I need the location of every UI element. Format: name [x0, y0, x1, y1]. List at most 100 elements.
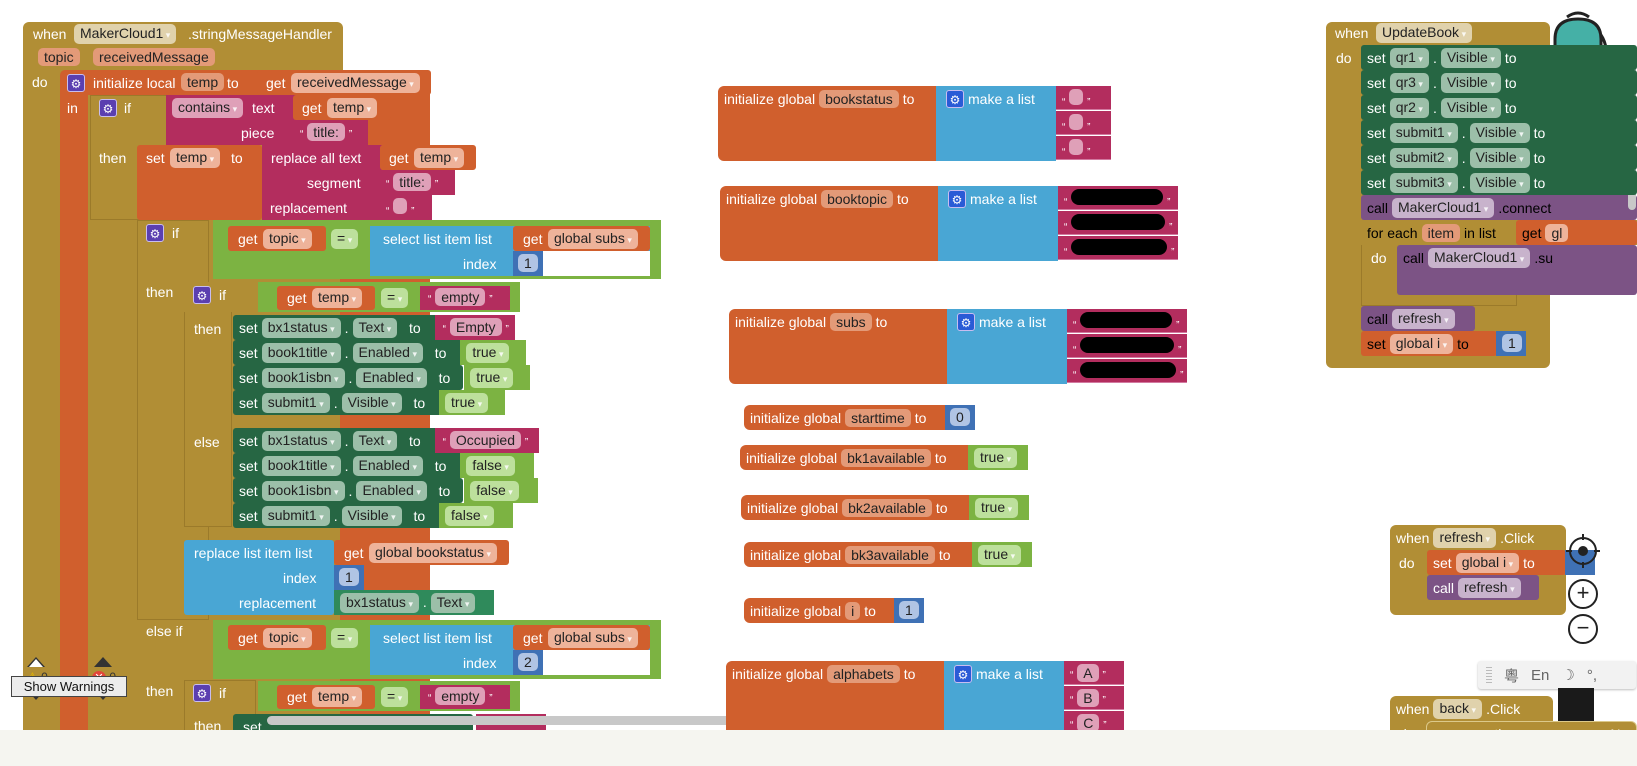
number-value[interactable]: 1	[518, 254, 538, 272]
property-dropdown[interactable]: Text	[430, 593, 476, 613]
text-value[interactable]: empty	[435, 687, 486, 705]
ime-moon-icon[interactable]: ☽	[1561, 667, 1575, 684]
list-mutator-gear-icon[interactable]: ⚙	[954, 664, 972, 683]
local-var-name[interactable]: temp	[181, 73, 225, 91]
if-gear-icon[interactable]: ⚙	[193, 684, 211, 702]
global-var-name[interactable]: bk1available	[841, 448, 931, 467]
compare-op-dropdown[interactable]: =	[331, 628, 359, 648]
get-temp-dropdown[interactable]: temp	[414, 148, 465, 168]
text-value-empty[interactable]	[1069, 114, 1084, 130]
component-dropdown[interactable]: submit1	[261, 505, 330, 526]
text-value[interactable]: C	[1077, 714, 1100, 732]
component-dropdown[interactable]: book1isbn	[261, 480, 345, 501]
boolean-dropdown[interactable]: false	[466, 456, 515, 476]
procedure-dropdown[interactable]: refresh	[1458, 577, 1521, 598]
param-received-message[interactable]: receivedMessage	[93, 48, 215, 66]
component-dropdown[interactable]: MakerCloud1	[1392, 197, 1495, 218]
param-topic[interactable]: topic	[38, 48, 80, 66]
component-dropdown[interactable]: qr2	[1389, 97, 1429, 118]
if-block-temp-empty[interactable]	[184, 282, 232, 527]
mutator-gear-icon[interactable]: ⚙	[67, 74, 85, 92]
boolean-dropdown[interactable]: true	[470, 368, 514, 388]
get-temp-dropdown[interactable]: temp	[312, 687, 363, 707]
global-var-name[interactable]: booktopic	[821, 189, 893, 208]
boolean-dropdown[interactable]: true	[466, 343, 510, 363]
loop-var[interactable]: item	[1421, 223, 1461, 242]
component-dropdown[interactable]: qr1	[1389, 47, 1429, 68]
component-dropdown[interactable]: MakerCloud1	[74, 24, 177, 44]
compare-op-dropdown[interactable]: =	[331, 229, 359, 249]
global-init-i[interactable]	[744, 598, 894, 623]
ime-punct-icon[interactable]: °,	[1586, 666, 1597, 684]
show-warnings-button[interactable]: Show Warnings	[11, 676, 127, 697]
contains-dropdown[interactable]: contains	[172, 98, 244, 118]
property-dropdown[interactable]: Text	[352, 317, 398, 338]
property-dropdown[interactable]: Text	[352, 430, 398, 451]
get-topic-dropdown[interactable]: topic	[263, 229, 312, 249]
property-dropdown[interactable]: Visible	[341, 392, 402, 413]
text-value[interactable]: B	[1077, 689, 1099, 707]
component-dropdown[interactable]: refresh	[1433, 527, 1497, 548]
component-dropdown[interactable]: qr3	[1389, 72, 1429, 93]
variable-dropdown[interactable]: global i	[1455, 552, 1520, 573]
number-value[interactable]: 0	[950, 408, 970, 426]
list-mutator-gear-icon[interactable]: ⚙	[957, 312, 975, 331]
ime-drag-handle[interactable]	[1486, 667, 1492, 683]
global-var-name[interactable]: bookstatus	[819, 89, 899, 108]
global-var-name[interactable]: i	[845, 601, 861, 620]
boolean-dropdown[interactable]: false	[470, 481, 519, 501]
global-var-name[interactable]: starttime	[845, 408, 911, 427]
component-dropdown[interactable]: book1isbn	[261, 367, 345, 388]
boolean-dropdown[interactable]: false	[445, 506, 494, 526]
number-value[interactable]: 1	[1502, 334, 1522, 352]
global-var-name[interactable]: alphabets	[827, 664, 900, 683]
number-value[interactable]: 2	[518, 653, 538, 671]
set-temp-dropdown[interactable]: temp	[170, 148, 221, 168]
global-var-name[interactable]: bk3available	[845, 545, 935, 564]
component-dropdown[interactable]: submit3	[1389, 172, 1458, 193]
global-init-starttime[interactable]	[744, 405, 945, 430]
text-value[interactable]: title:	[307, 123, 345, 141]
get-temp-dropdown[interactable]: temp	[312, 288, 363, 308]
procedure-name-dropdown[interactable]: UpdateBook	[1376, 23, 1473, 43]
if-gear-icon[interactable]: ⚙	[146, 224, 164, 242]
zoom-out-button[interactable]: −	[1568, 614, 1598, 644]
component-dropdown[interactable]: bx1status	[261, 317, 341, 338]
text-value-empty[interactable]	[1069, 139, 1084, 155]
property-dropdown[interactable]: Visible	[1469, 147, 1530, 168]
text-value[interactable]: Empty	[449, 318, 502, 336]
component-dropdown[interactable]: submit2	[1389, 147, 1458, 168]
horizontal-scrollbar[interactable]	[267, 716, 853, 725]
global-var-name[interactable]: subs	[830, 312, 872, 331]
property-dropdown[interactable]: Visible	[341, 505, 402, 526]
ime-toolbar[interactable]: 粵 En ☽ °,	[1478, 661, 1636, 689]
text-value[interactable]: A	[1077, 664, 1099, 682]
get-topic-dropdown[interactable]: topic	[263, 628, 312, 648]
if-gear-icon[interactable]: ⚙	[99, 99, 117, 117]
text-literal[interactable]	[1056, 86, 1111, 110]
component-dropdown[interactable]: bx1status	[261, 430, 341, 451]
property-dropdown[interactable]: Visible	[1440, 97, 1501, 118]
get-temp-dropdown[interactable]: temp	[327, 98, 378, 118]
compare-op-dropdown[interactable]: =	[381, 288, 409, 308]
text-value-empty[interactable]	[393, 198, 408, 214]
boolean-dropdown[interactable]: true	[445, 393, 489, 413]
zoom-in-button[interactable]: +	[1568, 579, 1598, 609]
component-dropdown[interactable]: back	[1433, 698, 1483, 719]
get-bookstatus-dropdown[interactable]: global bookstatus	[369, 543, 497, 563]
property-dropdown[interactable]: Visible	[1440, 72, 1501, 93]
component-dropdown[interactable]: submit1	[261, 392, 330, 413]
number-value[interactable]: 1	[339, 568, 359, 586]
procedure-dropdown[interactable]: refresh	[1392, 308, 1455, 329]
property-dropdown[interactable]: Enabled	[352, 455, 423, 476]
text-value[interactable]: title:	[393, 173, 431, 191]
boolean-dropdown[interactable]: true	[974, 448, 1018, 468]
global-var-name[interactable]: bk2available	[842, 498, 932, 517]
ime-language-icon[interactable]: 粵	[1504, 667, 1520, 685]
property-dropdown[interactable]: Visible	[1469, 172, 1530, 193]
property-dropdown[interactable]: Enabled	[352, 342, 423, 363]
text-literal[interactable]	[1056, 136, 1111, 160]
variable-dropdown[interactable]: global i	[1389, 333, 1454, 354]
boolean-dropdown[interactable]: true	[975, 498, 1019, 518]
